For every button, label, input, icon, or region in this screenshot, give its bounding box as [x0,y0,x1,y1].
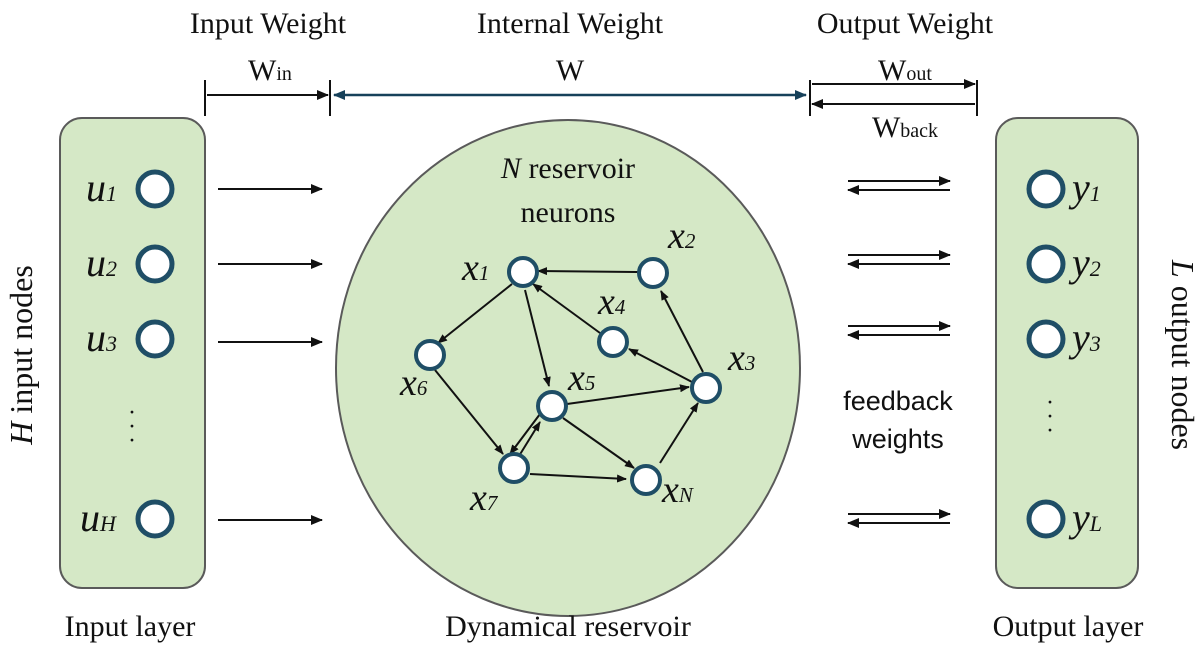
reservoir-node-2-label: x2 [667,215,696,257]
input-node-1-label: u1 [86,165,117,210]
svg-text:·: · [1046,418,1054,444]
input-weight-symbol: Win [248,54,292,87]
input-layer-panel [59,117,206,589]
reservoir-node-N: xN [630,464,694,511]
reservoir-node-4: x4 [597,281,629,358]
output-layer-caption: Output layer [993,610,1144,643]
reservoir-caption: Dynamical reservoir [445,610,691,643]
reservoir-node-3: x3 [690,337,755,404]
svg-text:·: · [1046,390,1054,416]
reservoir-node-2: x2 [637,215,696,289]
output-node-3: y3 [1026,315,1101,360]
svg-text:·: · [1046,404,1054,430]
reservoir-node-5: x5 [536,357,595,422]
feedback-label-line2: weights [851,424,944,454]
output-weight-symbol: Wout [878,54,932,87]
reservoir-node-2-circle [637,257,669,289]
reservoir-node-6: x6 [399,339,446,404]
input-arrows [218,184,323,525]
reservoir-label-line1: N reservoir [500,152,635,185]
reservoir-node-1-label: x1 [461,247,489,289]
output-node-2-label: y2 [1068,240,1101,285]
input-node-3-label: u3 [86,315,117,360]
output-nodes-side-label: L output nodes [1165,259,1200,450]
svg-text:·: · [128,428,136,454]
reservoir-node-3-label: x3 [727,337,755,379]
internal-weight-symbol: W [556,54,585,87]
output-node-3-label: y3 [1068,315,1101,360]
input-node-2-label: u2 [86,240,117,285]
output-weight-title: Output Weight [817,7,994,40]
output-node-1-label: y1 [1068,165,1101,210]
input-node-H: uH [80,495,175,540]
input-node-3: u3 [86,315,175,360]
input-layer-caption: Input layer [65,610,196,643]
input-nodes-side-label: H input nodes [3,265,39,446]
internal-weight-title: Internal Weight [477,7,664,40]
reservoir-node-N-label: xN [661,469,694,511]
reservoir-node-7-label: x7 [469,477,499,519]
reservoir-node-7: x7 [469,452,530,519]
input-node-1-circle [135,169,175,209]
output-node-L-circle [1026,499,1066,539]
reservoir-node-4-circle [597,326,629,358]
input-node-H-circle [135,499,175,539]
reservoir-node-4-label: x4 [597,281,626,323]
input-node-2-circle [135,244,175,284]
reservoir-ellipse [335,119,801,617]
input-ellipsis: · · · [128,400,136,454]
input-node-H-label: uH [80,495,117,540]
svg-text:·: · [128,400,136,426]
output-node-3-circle [1026,319,1066,359]
reservoir-node-6-circle [414,339,446,371]
feedback-label-line1: feedback [843,386,953,416]
dimension-lines [204,79,978,116]
reservoir-node-N-circle [630,464,662,496]
output-node-2: y2 [1026,240,1101,285]
output-node-L-label: yL [1068,495,1102,540]
reservoir-edges [434,267,704,483]
output-node-1: y1 [1026,165,1101,210]
reservoir-node-6-label: x6 [399,362,428,404]
input-weight-title: Input Weight [190,7,347,40]
input-node-1: u1 [86,165,175,210]
reservoir-node-5-label: x5 [567,357,595,399]
reservoir-node-1: x1 [461,247,539,289]
back-weight-symbol: Wback [872,111,938,144]
output-node-2-circle [1026,244,1066,284]
reservoir-label-line2: neurons [521,196,616,229]
output-node-L: yL [1026,495,1102,540]
input-node-3-circle [135,319,175,359]
reservoir-node-7-circle [498,452,530,484]
output-layer-panel [995,117,1139,589]
reservoir-node-3-circle [690,372,722,404]
output-node-1-circle [1026,169,1066,209]
input-node-2: u2 [86,240,175,285]
reservoir-node-5-circle [536,390,568,422]
reservoir-node-1-circle [507,256,539,288]
svg-text:·: · [128,414,136,440]
output-ellipsis: · · · [1046,390,1054,444]
feedback-arrows [847,176,951,528]
